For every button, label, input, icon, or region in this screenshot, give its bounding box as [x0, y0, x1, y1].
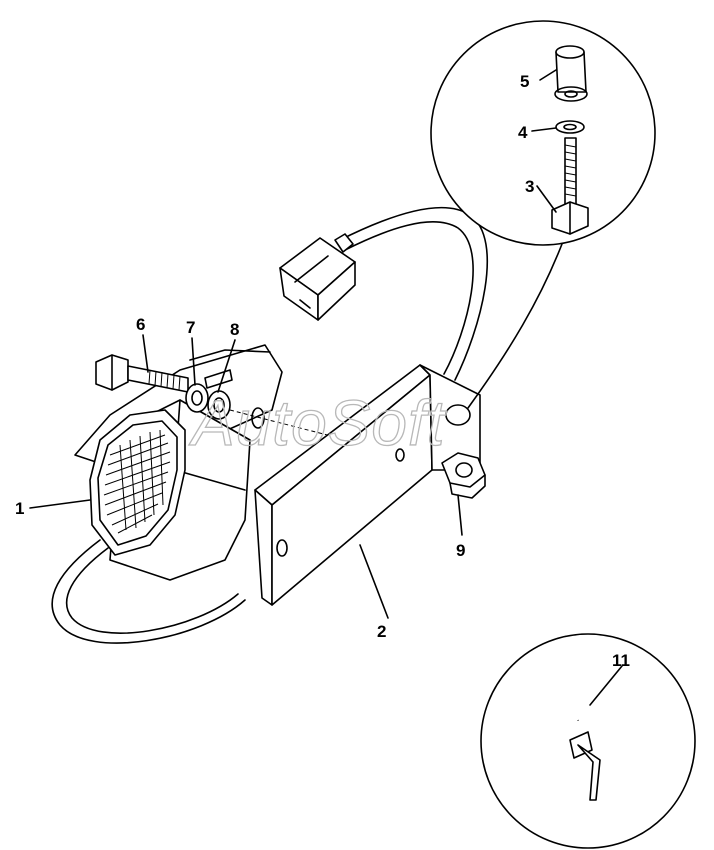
cable-loop-lower [51, 539, 246, 644]
mounting-bracket [254, 364, 481, 606]
detail-circle-hardware [430, 20, 656, 409]
washer-7 [185, 383, 209, 413]
callout-1: 1 [15, 499, 24, 518]
leader-lines [29, 69, 623, 706]
watermark: AutoSoft [188, 387, 447, 459]
callout-6: 6 [136, 315, 145, 334]
reverse-alarm-buzzer [74, 344, 283, 581]
lock-nut-9 [441, 452, 486, 499]
washer-8 [207, 390, 231, 420]
callout-7: 7 [186, 318, 195, 337]
callout-2: 2 [377, 622, 386, 641]
callout-5: 5 [520, 72, 529, 91]
callout-labels: 1 2 3 4 5 6 7 8 9 11 [15, 72, 630, 670]
callout-11: 11 [612, 651, 630, 670]
buzzer-cable [339, 206, 489, 381]
wiring-connector [279, 233, 356, 321]
detail-circle-cable-tie [480, 633, 696, 849]
bolt-6 [95, 354, 189, 393]
callout-8: 8 [230, 320, 239, 339]
callout-9: 9 [456, 541, 465, 560]
callout-3: 3 [525, 177, 534, 196]
callout-4: 4 [518, 123, 528, 142]
